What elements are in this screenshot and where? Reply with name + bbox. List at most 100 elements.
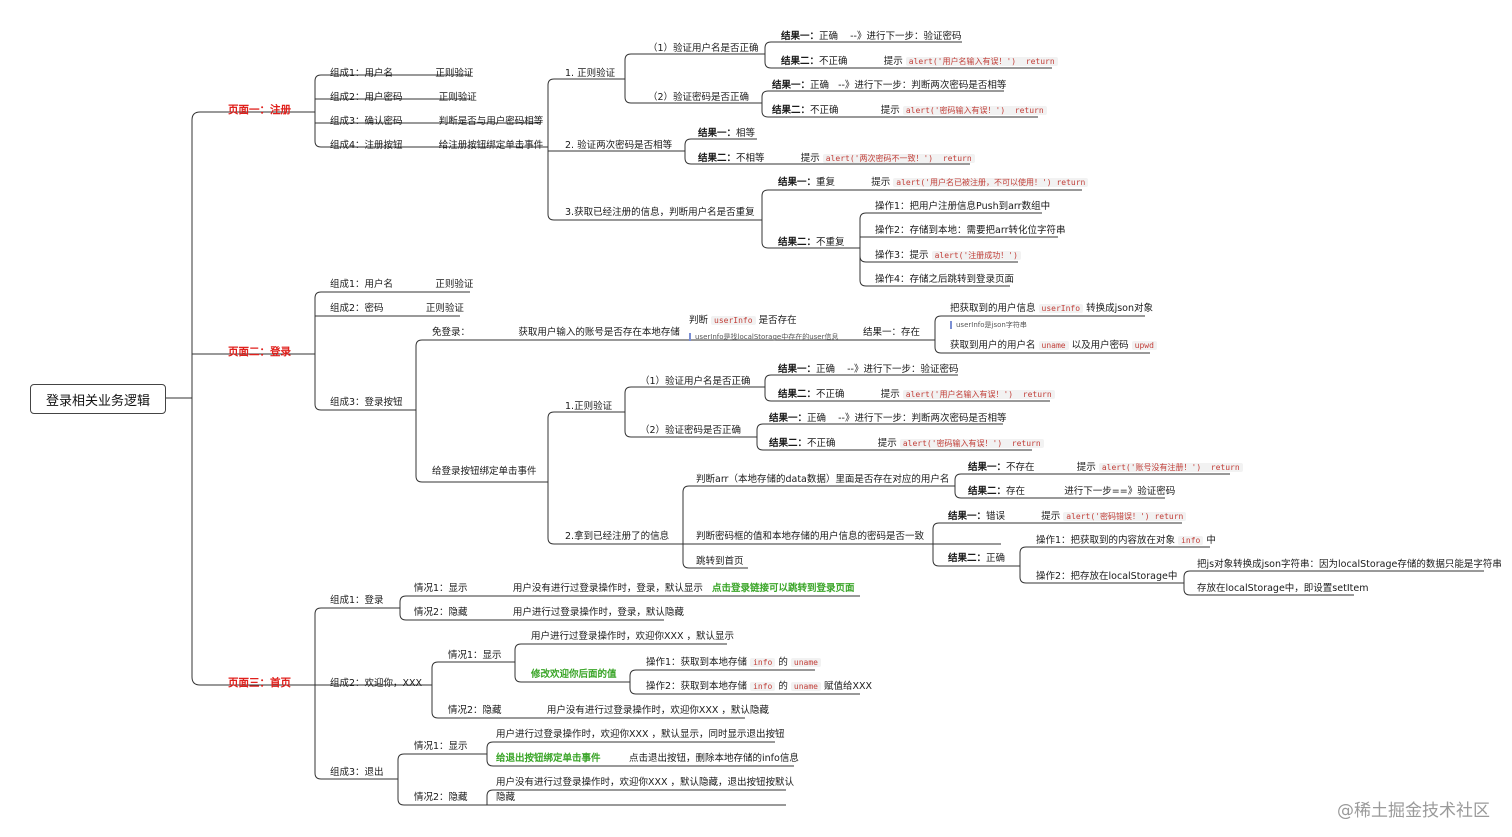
node-h_c2op1[interactable]: 操作1：获取到本地存储 info 的 uname bbox=[646, 656, 821, 669]
node-r_b2[interactable]: 结果二：不相等 提示 alert('两次密码不一致！') return bbox=[698, 152, 975, 165]
connector-16 bbox=[624, 53, 752, 79]
node-l_judge[interactable]: 判断 userInfo 是否存在 bbox=[689, 315, 797, 326]
node-l_b2b[interactable]: 结果二：正确 bbox=[948, 553, 1006, 564]
node-h_c2[interactable]: 组成2：欢迎你，XXX bbox=[330, 678, 423, 689]
node-r_b[interactable]: 2. 验证两次密码是否相等 bbox=[565, 140, 673, 151]
node-r_c[interactable]: 3.获取已经注册的信息，判断用户名是否重复 bbox=[565, 207, 755, 218]
node-l_a2b[interactable]: 结果二：不正确 提示 alert('密码输入有误！') return bbox=[769, 437, 1044, 450]
node-l_b2a[interactable]: 结果一：错误 提示 alert('密码错误！') return bbox=[948, 510, 1187, 523]
node-l_op2b[interactable]: 存放在localStorage中，即设置setItem bbox=[1197, 583, 1369, 594]
node-l_op2a[interactable]: 把js对象转换成json字符串：因为localStorage存储的数据只能是字符… bbox=[1197, 559, 1502, 570]
connector-12 bbox=[547, 78, 612, 147]
node-l_b[interactable]: 2.拿到已经注册了的信息 bbox=[565, 531, 670, 542]
connector-72 bbox=[629, 682, 860, 695]
node-l_a1a[interactable]: 结果一：正确 --》进行下一步：验证密码 bbox=[778, 364, 959, 375]
node-r_a1[interactable]: （1）验证用户名是否正确 bbox=[648, 43, 759, 54]
node-p2[interactable]: 页面二：登录 bbox=[228, 346, 291, 358]
node-l_op1[interactable]: 操作1：把获取到的内容放在对象 info 中 bbox=[1036, 535, 1216, 546]
connector-53 bbox=[682, 544, 748, 569]
node-r_c1[interactable]: 组成1：用户名 正则验证 bbox=[330, 68, 474, 79]
node-r_op2[interactable]: 操作2：存储到本地：需要把arr转化位字符串 bbox=[875, 225, 1066, 236]
node-h_c2s1[interactable]: 情况1：显示 bbox=[448, 650, 502, 661]
node-r_a2[interactable]: （2）验证密码是否正确 bbox=[648, 92, 750, 103]
node-l_a1[interactable]: （1）验证用户名是否正确 bbox=[640, 376, 751, 387]
node-r_c1r[interactable]: 结果一：重复 提示 alert('用户名已被注册，不可以使用！') return bbox=[778, 176, 1089, 189]
connector-57 bbox=[932, 544, 1020, 567]
connector-54 bbox=[940, 473, 1230, 487]
root-node[interactable]: 登录相关业务逻辑 bbox=[30, 384, 166, 414]
connector-4 bbox=[191, 676, 300, 686]
node-l_a2[interactable]: （2）验证密码是否正确 bbox=[640, 425, 742, 436]
node-h_c2s2[interactable]: 情况2：隐藏 用户没有进行过登录操作时，欢迎你XXX ，默认隐藏 bbox=[448, 705, 769, 716]
node-h_c1s1[interactable]: 情况1：显示 用户没有进行过登录操作时，登录，默认显示 bbox=[414, 583, 703, 594]
connector-49 bbox=[752, 423, 1003, 438]
node-l_ex1n[interactable]: userInfo是json字符串 bbox=[950, 318, 1027, 332]
node-l_ex1[interactable]: 把获取到的用户信息 userInfo 转换成json对象 bbox=[950, 303, 1154, 314]
connector-63 bbox=[314, 607, 395, 685]
node-h_c2op2[interactable]: 操作2：获取到本地存储 info 的 uname 赋值给XXX bbox=[646, 681, 873, 692]
node-l_b1[interactable]: 判断arr（本地存储的data数据）里面是否存在对应的用户名 bbox=[696, 474, 950, 485]
node-l_a1b[interactable]: 结果二：不正确 提示 alert('用户名输入有误！') return bbox=[778, 388, 1055, 401]
node-r_c2[interactable]: 组成2：用户密码 正则验证 bbox=[330, 92, 477, 103]
connector-18 bbox=[752, 41, 962, 55]
connector-70 bbox=[514, 662, 620, 683]
connector-78 bbox=[484, 789, 786, 806]
node-r_b1[interactable]: 结果一：相等 bbox=[698, 128, 756, 139]
node-l_b3[interactable]: 跳转到首页 bbox=[696, 556, 744, 567]
node-l_free[interactable]: 免登录： 获取用户输入的账号是否存在本地存储 bbox=[432, 327, 680, 338]
connector-20 bbox=[752, 90, 1004, 104]
node-r_c2r[interactable]: 结果二：不重复 bbox=[778, 237, 845, 248]
node-r_op3[interactable]: 操作3：提示 alert('注册成功！') bbox=[875, 249, 1021, 262]
connector-17 bbox=[624, 79, 752, 104]
node-r_a2a[interactable]: 结果一：正确 --》进行下一步：判断两次密码是否相等 bbox=[772, 80, 1007, 91]
connector-21 bbox=[761, 103, 1038, 118]
node-l_b1a[interactable]: 结果一：不存在 提示 alert('账号没有注册！') return bbox=[968, 461, 1243, 474]
connector-42 bbox=[547, 411, 612, 482]
node-r_a1b[interactable]: 结果二：不正确 提示 alert('用户名输入有误！') return bbox=[781, 55, 1058, 68]
connector-77 bbox=[486, 754, 794, 767]
node-l_ex2[interactable]: 获取到用户的用户名 uname 以及用户密码 upwd bbox=[950, 339, 1157, 352]
node-r_a[interactable]: 1. 正则验证 bbox=[565, 68, 616, 79]
node-h_c3s1a[interactable]: 用户进行过登录操作时，欢迎你XXX ，默认显示，同时显示退出按钮 bbox=[496, 729, 785, 740]
connector-48 bbox=[764, 387, 1050, 402]
node-h_c3g2[interactable]: 点击退出按钮，删除本地存储的info信息 bbox=[629, 753, 799, 764]
node-r_a1a[interactable]: 结果一：正确 --》进行下一步：验证密码 bbox=[781, 31, 962, 42]
node-l_c1[interactable]: 组成1：用户名 正则验证 bbox=[330, 279, 474, 290]
node-p3[interactable]: 页面三：首页 bbox=[228, 677, 291, 689]
node-h_c3g[interactable]: 给退出按钮绑定单击事件 bbox=[496, 753, 601, 764]
node-l_c2[interactable]: 组成2：密码 正则验证 bbox=[330, 303, 464, 314]
node-l_a[interactable]: 1.正则验证 bbox=[565, 401, 613, 412]
node-h_c1g[interactable]: 点击登录链接可以跳转到登录页面 bbox=[712, 583, 855, 594]
node-h_c3s2[interactable]: 情况2：隐藏 bbox=[414, 792, 468, 803]
node-r_op1[interactable]: 操作1：把用户注册信息Push到arr数组中 bbox=[875, 201, 1051, 212]
node-h_c3[interactable]: 组成3：退出 bbox=[330, 767, 384, 778]
node-h_c2s1a[interactable]: 用户进行过登录操作时，欢迎你XXX ，默认显示 bbox=[531, 631, 735, 642]
node-l_a2a[interactable]: 结果一：正确 --》进行下一步：判断两次密码是否相等 bbox=[769, 413, 1007, 424]
node-h_c1s2[interactable]: 情况2：隐藏 用户进行过登录操作时，登录，默认隐藏 bbox=[414, 607, 684, 618]
node-l_judgen[interactable]: userInfo是找localStorage中存在的user信息 bbox=[689, 330, 839, 344]
connector-22 bbox=[680, 138, 757, 152]
node-h_c2g[interactable]: 修改欢迎你后面的值 bbox=[531, 669, 617, 680]
node-h_c3s2a[interactable]: 用户没有进行过登录操作时，欢迎你XXX ，默认隐藏，退出按钮按默认 bbox=[496, 777, 795, 788]
node-r_c4[interactable]: 组成4：注册按钮 给注册按钮绑定单击事件 bbox=[330, 140, 544, 151]
connector-73 bbox=[314, 685, 395, 780]
node-r_a2b[interactable]: 结果二：不正确 提示 alert('密码输入有误！') return bbox=[772, 104, 1047, 117]
node-l_c3[interactable]: 组成3：登录按钮 bbox=[330, 397, 403, 408]
node-l_exist[interactable]: 结果一：存在 bbox=[863, 327, 921, 338]
node-p1[interactable]: 页面一：注册 bbox=[228, 104, 291, 116]
connector-68 bbox=[431, 685, 745, 719]
connector-25 bbox=[761, 220, 852, 249]
node-r_op4[interactable]: 操作4：存储之后跳转到登录页面 bbox=[875, 274, 1015, 285]
node-h_c3s2b[interactable]: 隐藏 bbox=[496, 792, 516, 803]
node-h_c3s1[interactable]: 情况1：显示 bbox=[414, 741, 468, 752]
connector-38 bbox=[934, 315, 1145, 340]
node-h_c1[interactable]: 组成1：登录 bbox=[330, 595, 384, 606]
node-r_c3[interactable]: 组成3：确认密码 判断是否与用户密码相等 bbox=[330, 116, 544, 127]
node-l_b1b[interactable]: 结果二：存在 进行下一步==》验证密码 bbox=[968, 486, 1176, 497]
node-l_bind[interactable]: 给登录按钮绑定单击事件 bbox=[432, 466, 537, 477]
connector-47 bbox=[752, 374, 958, 388]
connector-76 bbox=[484, 741, 775, 755]
node-l_op2[interactable]: 操作2：把存放在localStorage中 bbox=[1036, 571, 1178, 582]
node-l_b2[interactable]: 判断密码框的值和本地存储的用户信息的密码是否一致 bbox=[696, 531, 925, 542]
